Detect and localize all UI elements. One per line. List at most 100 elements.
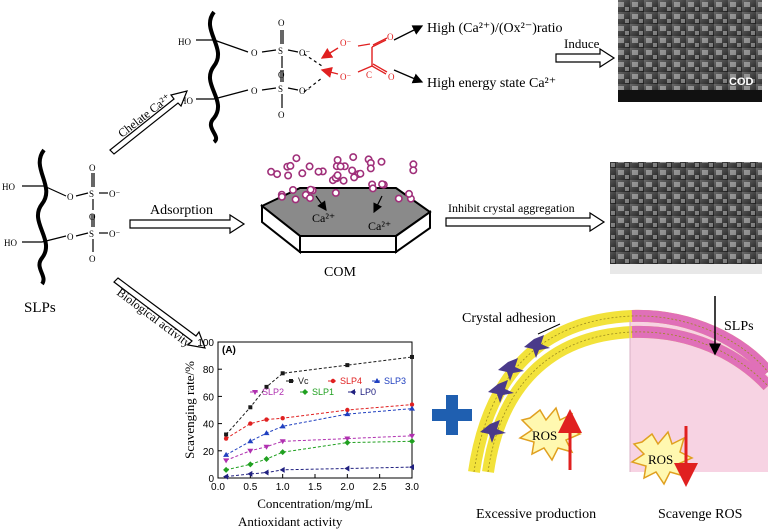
data-point — [248, 405, 253, 410]
slp-chain — [35, 148, 49, 286]
chelate-molecule: HO HO O O S S O O O O O⁻ O⁻ — [178, 10, 323, 144]
data-point — [374, 378, 380, 383]
data-point — [279, 439, 286, 445]
data-point — [224, 432, 229, 437]
adsorbed-particle — [377, 157, 386, 166]
x-tick-label: 0.0 — [211, 482, 225, 493]
data-point — [289, 379, 293, 383]
data-point — [264, 417, 269, 422]
data-point — [302, 389, 308, 395]
data-point — [279, 449, 286, 456]
series-line-lp0 — [226, 466, 413, 478]
s-label-2: S — [278, 84, 283, 94]
slps-arrow-label: SLPs — [724, 319, 754, 334]
cod-label: COD — [729, 76, 754, 88]
x-tick-label: 2.0 — [340, 482, 354, 493]
adhered-crystals — [480, 335, 550, 443]
y-tick-label: 20 — [203, 447, 215, 458]
slp-ho-1: HO — [2, 182, 15, 192]
o-label-2: O — [251, 86, 258, 96]
data-point — [223, 436, 229, 441]
o-label-3: O — [278, 18, 285, 28]
chelate-arrow — [109, 90, 188, 155]
y-tick-label: 60 — [203, 392, 215, 403]
data-point — [330, 378, 336, 384]
x-tick-label: 0.5 — [243, 482, 257, 493]
bio-activity-label: Biological activity — [114, 285, 193, 350]
o-label-5: O — [278, 110, 285, 120]
y-axis-label: Scavenging rate/% — [182, 361, 197, 459]
adsorbed-particle — [409, 166, 418, 175]
legend-entry-slp3: SLP3 — [384, 376, 406, 386]
adsorbed-particle — [286, 161, 295, 170]
energy-arrow — [393, 69, 424, 84]
series-line-slp3 — [225, 408, 413, 456]
data-point — [344, 436, 351, 442]
legend-entry-slp2: SLP2 — [262, 387, 284, 397]
adsorbed-particle — [333, 171, 342, 180]
adsorbed-particle — [292, 154, 301, 163]
adsorbed-particle — [339, 176, 348, 185]
ho-label-2: HO — [180, 96, 193, 106]
crystal-adhesion-label: Crystal adhesion — [462, 311, 556, 326]
polysaccharide-chain — [207, 10, 221, 144]
o-minus-label-2: O⁻ — [299, 86, 310, 96]
legend-entry-lp0: LP0 — [360, 387, 376, 397]
data-point — [344, 439, 351, 446]
data-point — [263, 430, 270, 436]
slp-ho-2: HO — [4, 238, 17, 248]
x-axis-label: Concentration/mg/mL — [257, 496, 373, 511]
data-point — [409, 433, 415, 439]
ros-label-left: ROS — [532, 428, 557, 443]
oxalate-o-minus-1: O⁻ — [340, 38, 351, 48]
y-tick-label: 40 — [203, 420, 215, 431]
adsorbed-particle — [331, 188, 340, 197]
data-point — [280, 415, 285, 421]
adsorbed-particle — [336, 162, 345, 171]
com-label: COM — [324, 265, 356, 280]
adsorbed-particle — [288, 186, 297, 195]
y-tick-label: 100 — [197, 338, 214, 349]
adsorbed-particle — [267, 167, 276, 176]
adsorbed-particle — [333, 156, 342, 165]
data-point — [409, 402, 415, 407]
adsorbed-particle — [305, 194, 314, 203]
slp-o-3: O — [89, 163, 96, 173]
data-point — [247, 461, 254, 468]
y-tick-label: 0 — [208, 474, 214, 485]
energy-text: High energy state Ca²⁺ — [427, 76, 556, 91]
slp-o-5: O — [89, 254, 96, 264]
slp-o-minus-2: O⁻ — [109, 229, 120, 239]
x-tick-label: 1.0 — [276, 482, 290, 493]
data-point — [345, 363, 350, 368]
data-point — [264, 384, 269, 389]
adsorbed-particle — [348, 166, 357, 175]
data-point — [223, 473, 229, 480]
inhibit-label: Inhibit crystal aggregation — [448, 201, 575, 215]
data-point — [280, 371, 285, 376]
adsorption-arrow — [129, 213, 246, 235]
slp-o-4: O — [89, 212, 96, 222]
series-line-slp2 — [225, 435, 413, 461]
o-label-4: O — [278, 70, 285, 80]
series-line-slp4 — [225, 404, 413, 440]
legend-entry-slp1: SLP1 — [312, 387, 334, 397]
adsorbed-particle — [368, 184, 377, 193]
oxalate-ion: O⁻ O O⁻ O C — [320, 32, 395, 82]
adsorbed-particle — [305, 162, 314, 171]
adsorbed-particle — [349, 153, 358, 162]
plot-frame — [217, 341, 413, 479]
adsorbed-particle — [404, 189, 413, 198]
particle-cloud — [267, 153, 418, 204]
adsorbed-particle — [306, 185, 315, 194]
bio-activity-arrow — [113, 277, 206, 349]
slp-o-minus-1: O⁻ — [109, 189, 120, 199]
adsorbed-particle — [277, 192, 286, 201]
ros-label-right: ROS — [648, 452, 673, 467]
x-tick-label: 2.5 — [373, 482, 387, 493]
data-point — [223, 451, 230, 457]
oxalate-o-1: O — [387, 32, 394, 42]
